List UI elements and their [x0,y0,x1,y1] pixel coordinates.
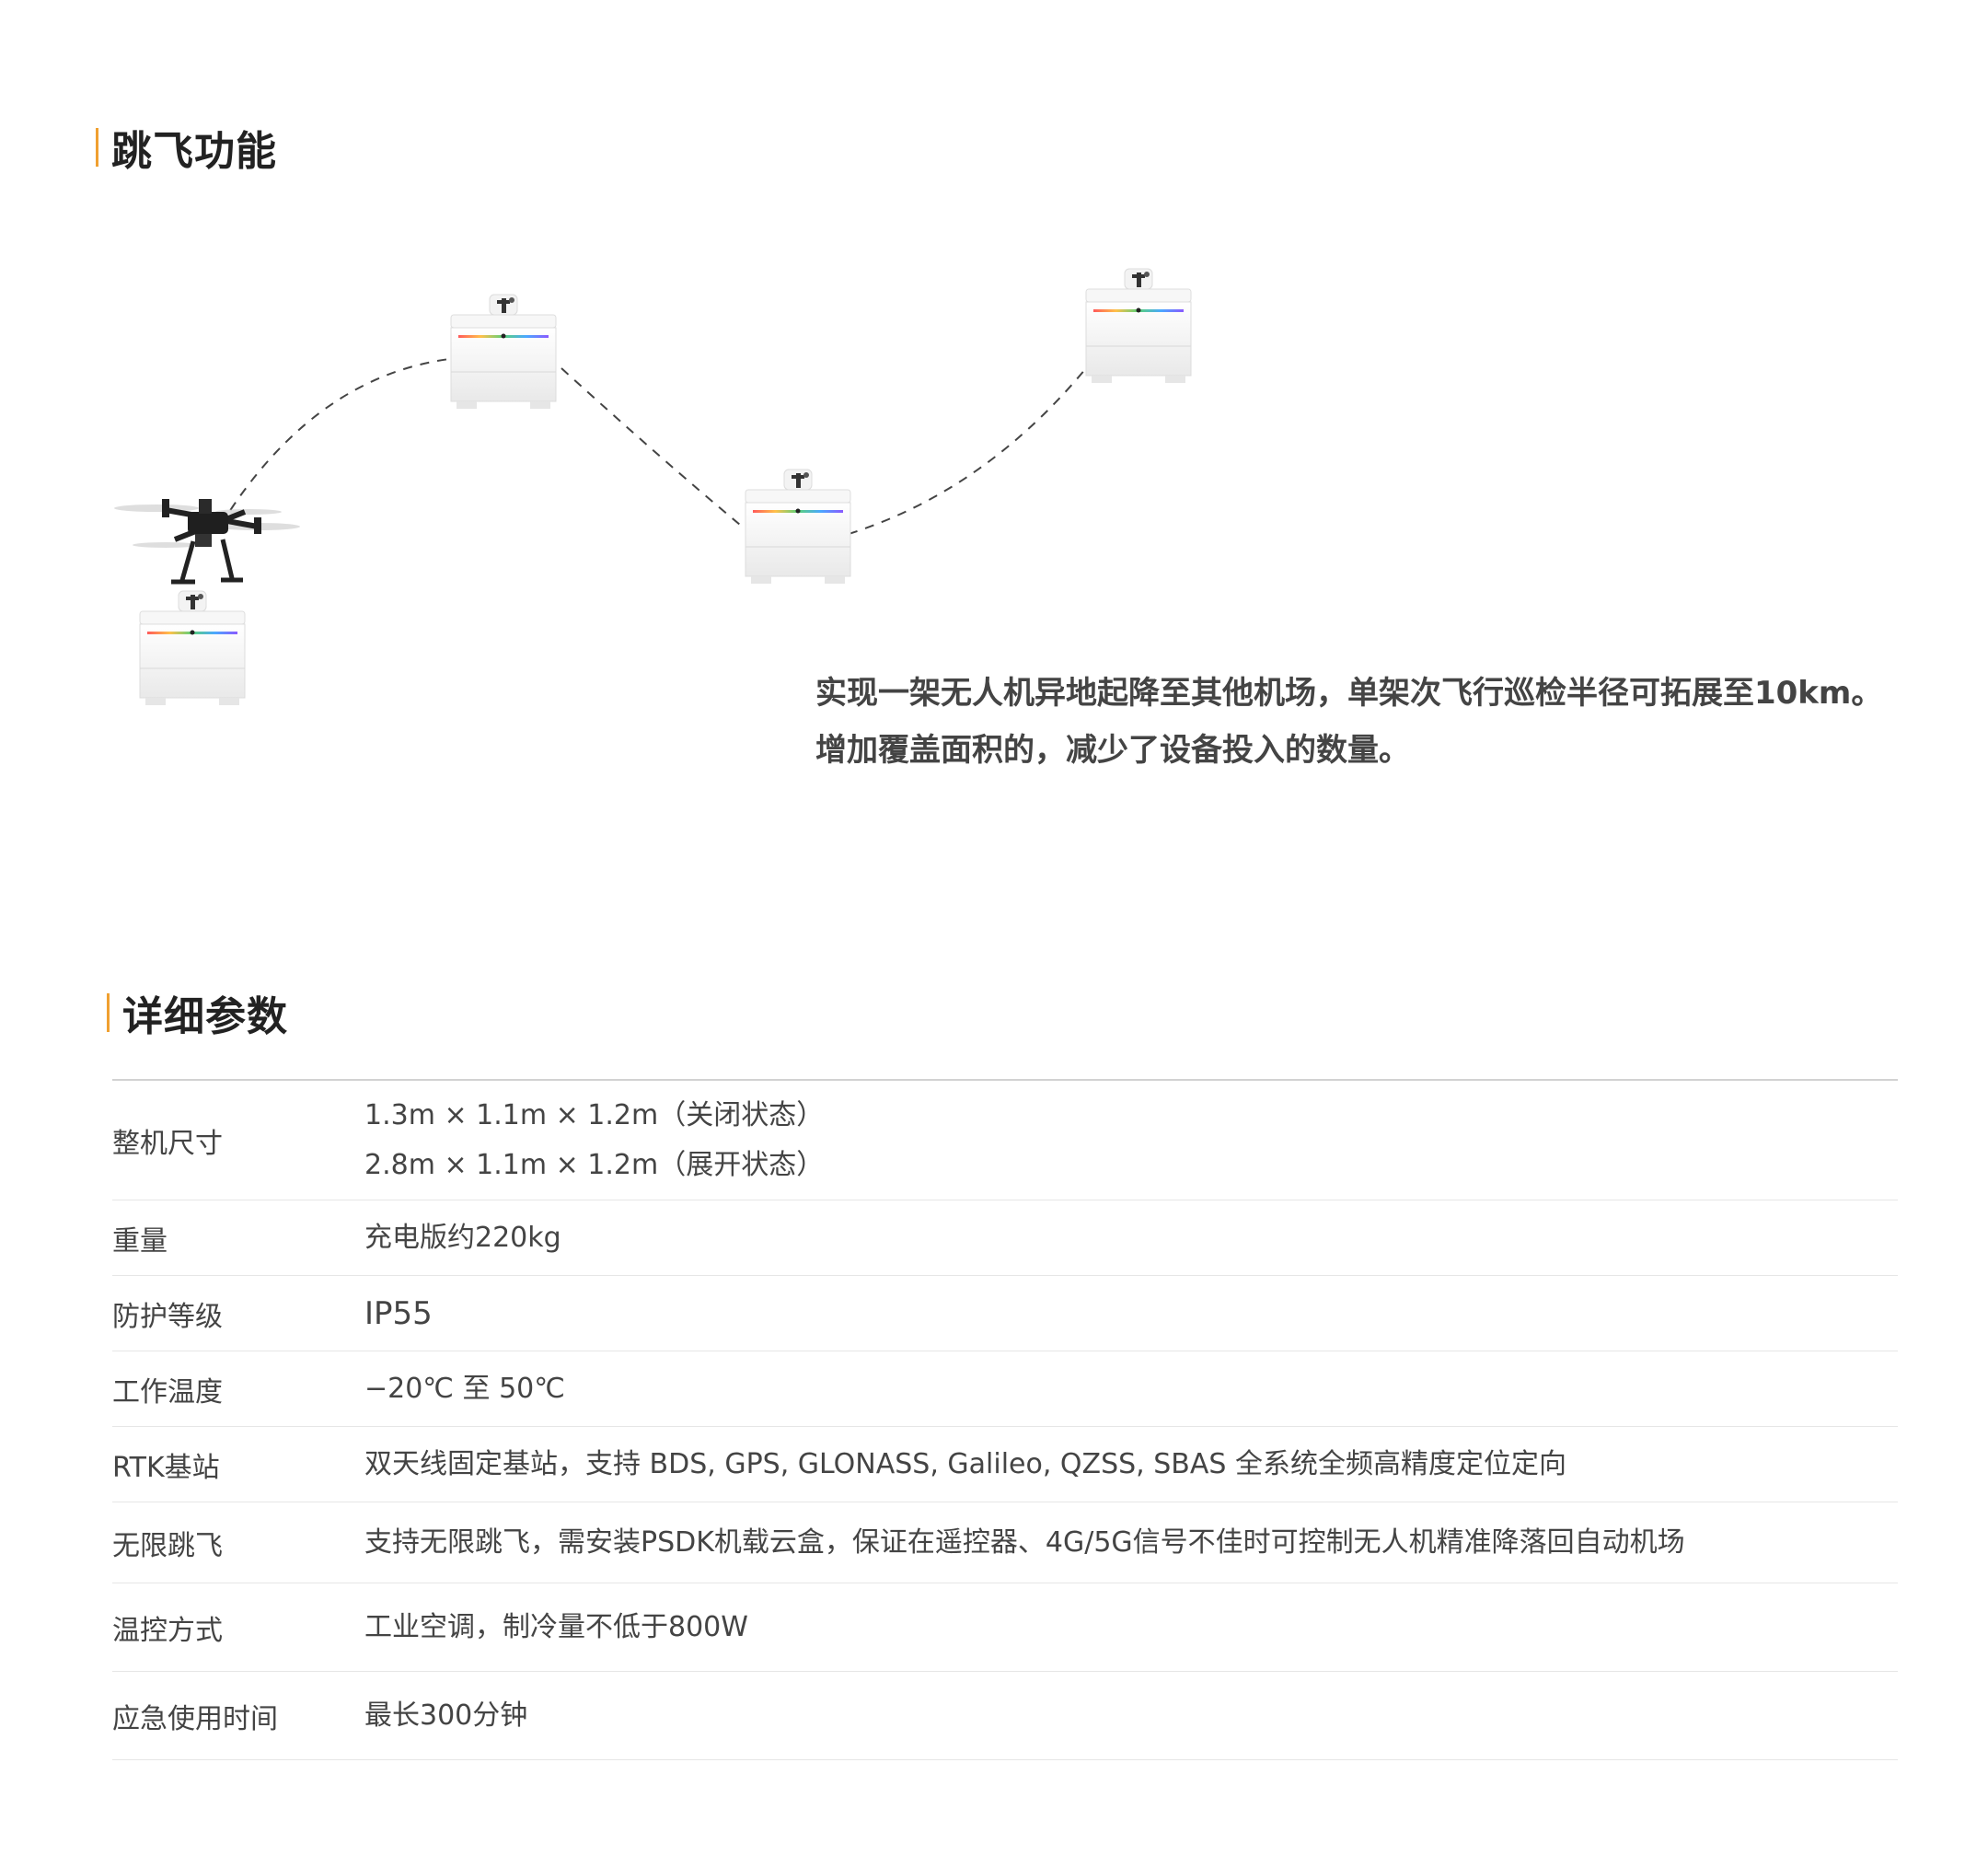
table-row: 温控方式 工业空调，制冷量不低于800W [112,1583,1898,1672]
table-row: 整机尺寸 1.3m × 1.1m × 1.2m（关闭状态） 2.8m × 1.1… [112,1081,1898,1200]
spec-label: RTK基站 [112,1451,220,1484]
spec-value: 1.3m × 1.1m × 1.2m（关闭状态） 2.8m × 1.1m × 1… [364,1091,1898,1190]
description-line: 实现一架无人机异地起降至其他机场，单架次飞行巡检半径可拓展至10km。 [815,675,1883,712]
drone-icon [114,499,300,585]
spec-value-line: 工业空调，制冷量不低于800W [364,1610,748,1643]
table-row: 工作温度 −20℃ 至 50℃ [112,1351,1898,1427]
spec-label: 工作温度 [112,1375,223,1409]
spec-value: −20℃ 至 50℃ [364,1364,1898,1414]
spec-value-line: 2.8m × 1.1m × 1.2m（展开状态） [364,1148,825,1181]
flight-path [220,349,1102,535]
params-section-title: 详细参数 [107,983,288,1042]
spec-label: 重量 [112,1224,168,1258]
spec-label: 无限跳飞 [112,1529,223,1562]
title-accent-bar [107,993,110,1032]
table-row: RTK基站 双天线固定基站，支持 BDS, GPS, GLONASS, Gali… [112,1427,1898,1502]
table-row: 应急使用时间 最长300分钟 [112,1672,1898,1760]
spec-label: 整机尺寸 [112,1127,223,1160]
table-row: 无限跳飞 支持无限跳飞，需安装PSDK机载云盒，保证在遥控器、4G/5G信号不佳… [112,1502,1898,1583]
spec-value: 充电版约220kg [364,1213,1898,1263]
spec-table: 整机尺寸 1.3m × 1.1m × 1.2m（关闭状态） 2.8m × 1.1… [112,1079,1898,1760]
hop-section-title: 跳飞功能 [96,118,277,177]
spec-value-line: IP55 [364,1294,433,1332]
spec-value: 支持无限跳飞，需安装PSDK机载云盒，保证在遥控器、4G/5G信号不佳时可控制无… [364,1518,1898,1568]
table-row: 防护等级 IP55 [112,1276,1898,1351]
dock-2-icon [450,294,557,410]
title-accent-bar [96,128,98,167]
spec-label: 应急使用时间 [112,1702,278,1735]
spec-value: 双天线固定基站，支持 BDS, GPS, GLONASS, Galileo, Q… [364,1440,1898,1490]
spec-value-line: 双天线固定基站，支持 BDS, GPS, GLONASS, Galileo, Q… [364,1447,1566,1480]
table-row: 重量 充电版约220kg [112,1200,1898,1276]
spec-value: IP55 [364,1289,1898,1339]
spec-label: 防护等级 [112,1300,223,1333]
spec-label: 温控方式 [112,1614,223,1647]
hop-description: 实现一架无人机异地起降至其他机场，单架次飞行巡检半径可拓展至10km。 增加覆盖… [815,665,1957,779]
spec-value-line: 1.3m × 1.1m × 1.2m（关闭状态） [364,1098,825,1131]
hop-illustration [114,268,1192,706]
spec-value-line: 最长300分钟 [364,1699,528,1732]
spec-value: 工业空调，制冷量不低于800W [364,1603,1898,1652]
spec-value-line: 充电版约220kg [364,1221,561,1254]
description-line: 增加覆盖面积的，减少了设备投入的数量。 [815,732,1410,769]
spec-value-line: −20℃ 至 50℃ [364,1372,565,1405]
dock-4-icon [1085,268,1192,384]
hop-title-text: 跳飞功能 [111,128,277,175]
spec-value-line: 支持无限跳飞，需安装PSDK机载云盒，保证在遥控器、4G/5G信号不佳时可控制无… [364,1525,1685,1559]
dock-3-icon [745,469,851,585]
spec-value: 最长300分钟 [364,1691,1898,1741]
params-title-text: 详细参数 [122,993,288,1040]
dock-start-icon [139,590,246,706]
